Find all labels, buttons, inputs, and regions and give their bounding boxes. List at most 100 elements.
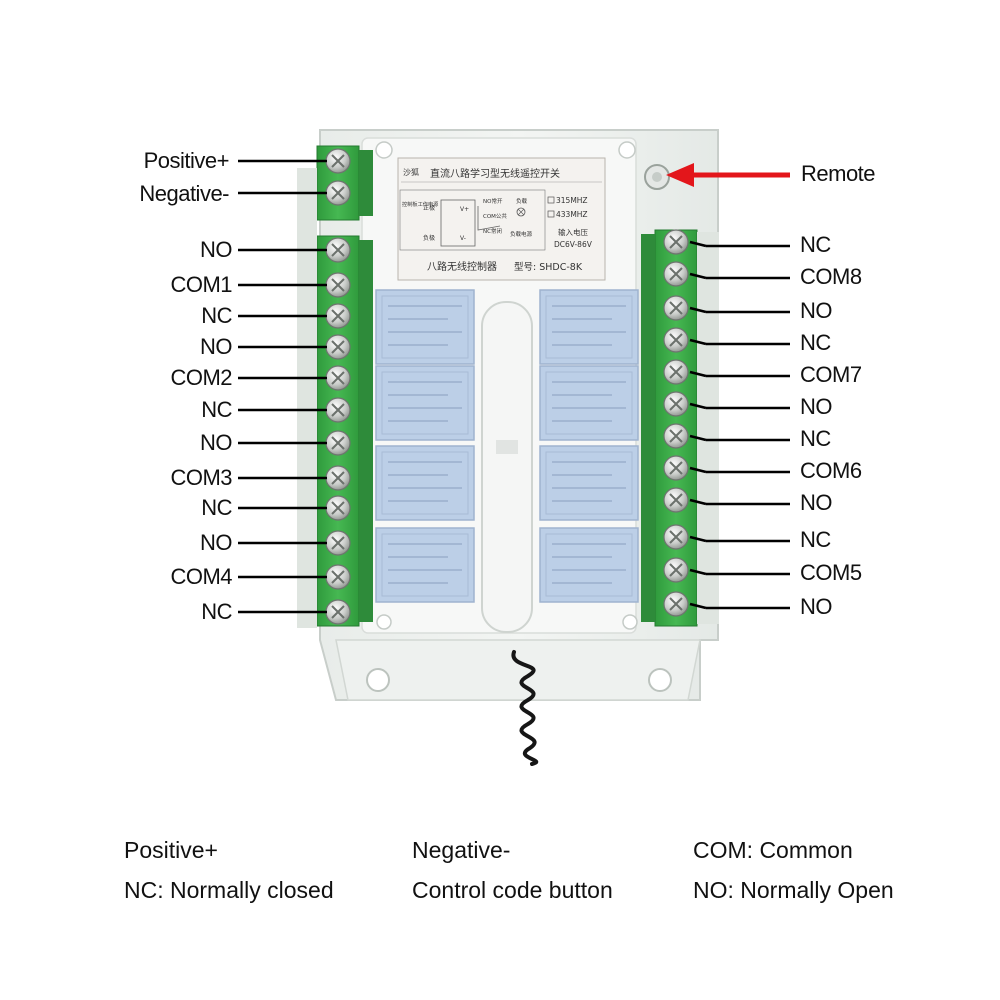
screw-right-7 — [663, 423, 689, 449]
screw-right-4 — [663, 327, 689, 353]
relay-1 — [375, 289, 475, 365]
leader-right-9-kink — [689, 498, 707, 506]
leader-right-12-kink — [689, 602, 707, 610]
sticker-input-voltage-label: 输入电压 — [558, 227, 588, 237]
screw-right-9 — [663, 487, 689, 513]
screw-left-2 — [325, 272, 351, 298]
leader-right-11-kink — [689, 568, 707, 576]
relay-7 — [375, 527, 475, 603]
relay-4 — [539, 365, 639, 441]
screw-left-3 — [325, 303, 351, 329]
relay-2 — [539, 289, 639, 365]
sticker-negative: 负极 — [423, 234, 435, 242]
relay-8 — [539, 527, 639, 603]
screw-left-1 — [325, 237, 351, 263]
relay-5 — [375, 445, 475, 521]
screw-left-12 — [325, 599, 351, 625]
legend-no: NO: Normally Open — [693, 877, 894, 903]
screw-right-3 — [663, 295, 689, 321]
sticker-freq-315: 315MHZ — [556, 196, 588, 205]
sticker-controller-name: 八路无线控制器 — [427, 260, 497, 273]
label-right-terminal-10: NC — [800, 527, 831, 552]
sticker-load-power: 负载电源 — [510, 230, 533, 238]
screw-left-7 — [325, 430, 351, 456]
label-left-terminal-2: COM1 — [170, 272, 232, 297]
label-left-terminal-8: COM3 — [170, 465, 232, 490]
relay-6 — [539, 445, 639, 521]
screw-positive — [325, 148, 351, 174]
leader-right-10-kink — [689, 535, 707, 543]
screw-right-11 — [663, 557, 689, 583]
label-left-terminal-5: COM2 — [170, 365, 232, 390]
leader-right-6-kink — [689, 402, 707, 410]
sticker-brand: 沙狐 — [403, 167, 419, 177]
screw-left-4 — [325, 334, 351, 360]
legend-control-code: Control code button — [412, 877, 613, 903]
screw-right-2 — [663, 261, 689, 287]
leader-right-4-kink — [689, 338, 707, 346]
leader-right-2-kink — [689, 272, 707, 280]
label-right-terminal-12: NO — [800, 594, 833, 619]
label-right-terminal-5: COM7 — [800, 362, 862, 387]
device-label-sticker: 沙狐 直流八路学习型无线遥控开关 控制板工作电源 正极 负极 V+ V- NO常… — [397, 157, 606, 281]
label-right-terminal-11: COM5 — [800, 560, 862, 585]
leader-right-3-kink — [689, 306, 707, 314]
sticker-no: NO常开 — [483, 197, 503, 205]
label-left-terminal-1: NO — [200, 237, 233, 262]
label-negative: Negative- — [139, 181, 229, 206]
label-left-terminal-3: NC — [201, 303, 232, 328]
label-positive: Positive+ — [143, 148, 230, 173]
label-right-terminal-6: NO — [800, 394, 833, 419]
sticker-load: 负载 — [516, 197, 528, 205]
label-right-terminal-7: NC — [800, 426, 831, 451]
label-right-terminal-8: COM6 — [800, 458, 862, 483]
relay-modules — [375, 289, 639, 603]
left-terminal-block — [297, 168, 373, 628]
label-right-terminal-4: NC — [800, 330, 831, 355]
screw-left-8 — [325, 465, 351, 491]
leader-right-7-kink — [689, 434, 707, 442]
label-remote: Remote — [801, 161, 876, 186]
screw-negative — [325, 180, 351, 206]
legend-com: COM: Common — [693, 837, 853, 863]
light-guide — [481, 301, 533, 633]
leader-right-8-kink — [689, 466, 707, 474]
leader-right-5-kink — [689, 370, 707, 378]
label-left-terminal-7: NO — [200, 430, 233, 455]
screw-left-10 — [325, 530, 351, 556]
legend-nc: NC: Normally closed — [124, 877, 334, 903]
leader-lines — [238, 159, 790, 614]
screw-right-6 — [663, 391, 689, 417]
sticker-nc: NC常闭 — [483, 227, 502, 235]
relay-3 — [375, 365, 475, 441]
screw-left-6 — [325, 397, 351, 423]
sticker-positive: 正极 — [423, 204, 435, 212]
sticker-v-plus: V+ — [460, 206, 469, 213]
sticker-input-voltage: DC6V-86V — [554, 240, 593, 249]
label-left-terminal-10: NO — [200, 530, 233, 555]
antenna — [511, 650, 539, 766]
label-right-terminal-3: NO — [800, 298, 833, 323]
sticker-title: 直流八路学习型无线遥控开关 — [430, 167, 560, 180]
leader-right-1-kink — [689, 240, 707, 248]
screw-right-10 — [663, 524, 689, 550]
legend-positive: Positive+ — [124, 837, 218, 863]
screw-right-5 — [663, 359, 689, 385]
screw-left-9 — [325, 495, 351, 521]
label-left-terminal-4: NO — [200, 334, 233, 359]
screw-right-12 — [663, 591, 689, 617]
label-left-terminal-11: COM4 — [170, 564, 232, 589]
screw-left-11 — [325, 564, 351, 590]
remote-arrow — [666, 163, 790, 187]
sticker-com: COM公共 — [483, 212, 507, 220]
terminal-screws — [325, 148, 689, 625]
screw-right-1 — [663, 229, 689, 255]
screw-left-5 — [325, 365, 351, 391]
sticker-v-minus: V- — [460, 235, 466, 242]
mount-hole-right — [648, 668, 672, 692]
sticker-freq-433: 433MHZ — [556, 210, 588, 219]
mount-hole-left — [366, 668, 390, 692]
sticker-board-power: 控制板工作电源 — [402, 200, 439, 208]
label-right-terminal-1: NC — [800, 232, 831, 257]
